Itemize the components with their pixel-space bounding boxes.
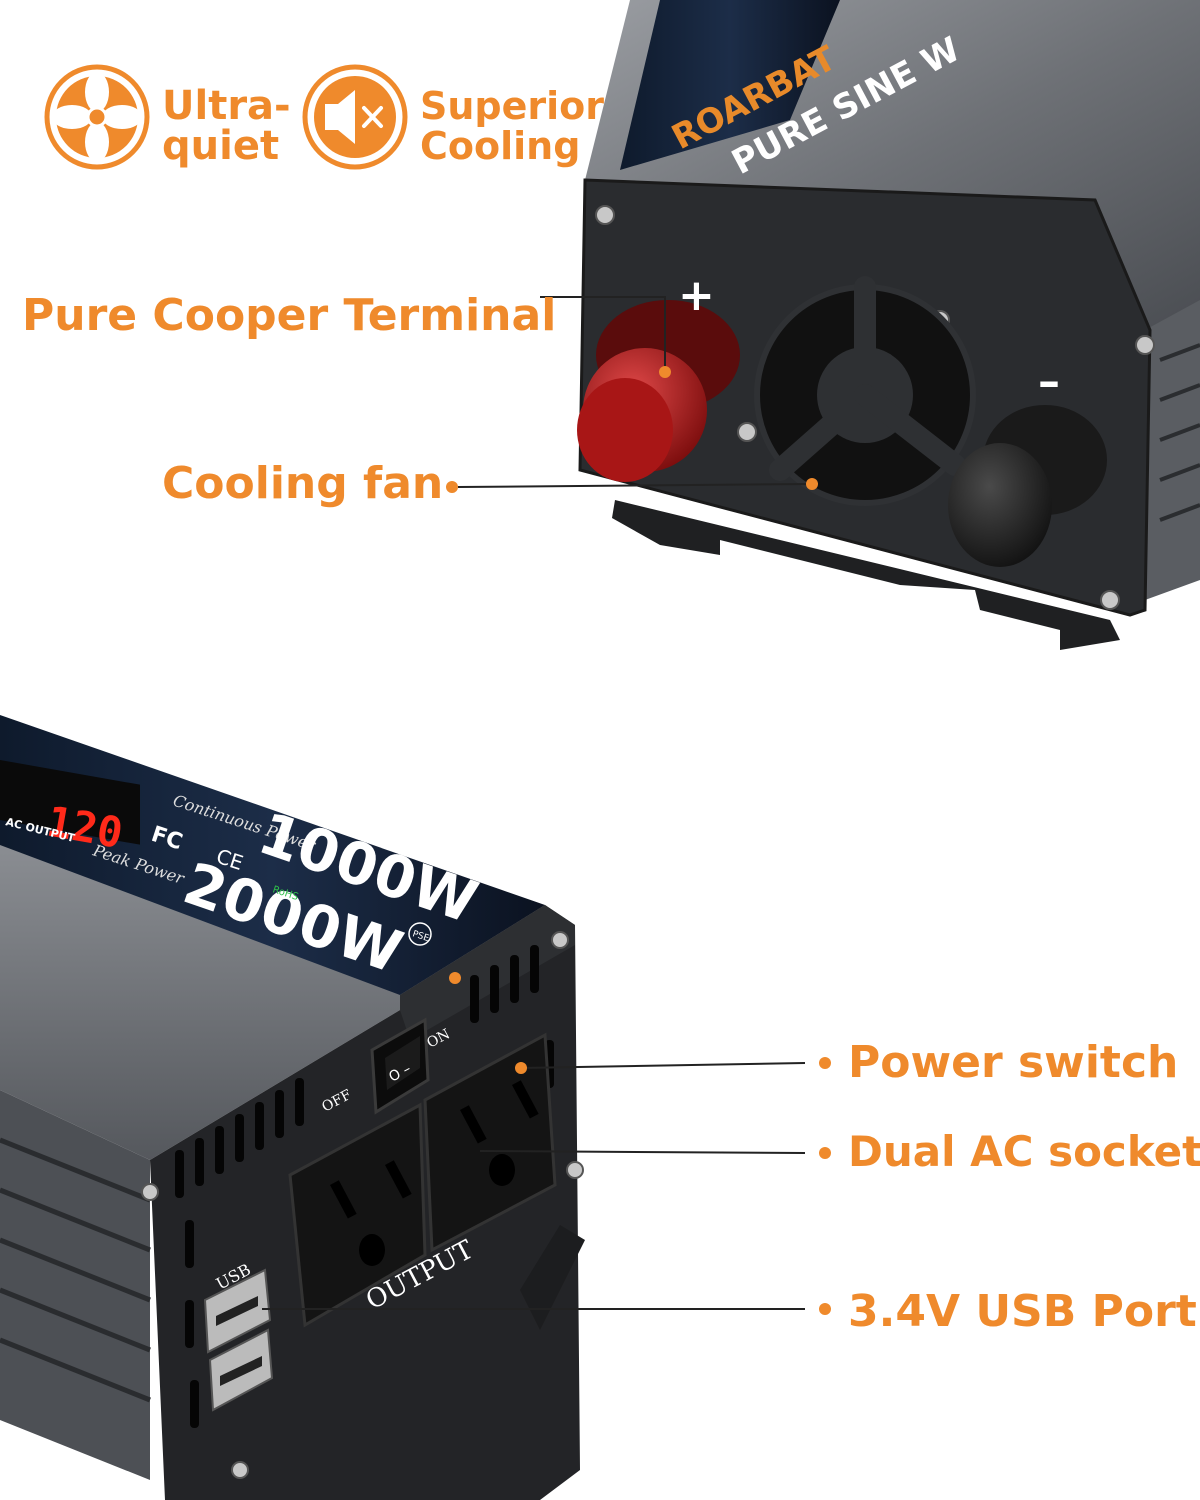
- leader-dots: [446, 366, 831, 1315]
- speaker-mute-icon: [302, 64, 408, 170]
- ac-socket-right[interactable]: [423, 1032, 557, 1253]
- feature-ultra-quiet-line1: Ultra-: [162, 83, 291, 129]
- minus-sign: –: [1038, 356, 1060, 407]
- feature-superior-cooling-line1: Superior: [420, 84, 605, 128]
- fan-icon: [44, 64, 150, 170]
- top-inverter: ROARBAT PURE SINE W: [577, 0, 1200, 650]
- cooling-fan: [754, 276, 976, 506]
- feature-superior-cooling: Superior Cooling: [420, 86, 604, 166]
- callout-power-switch: Power switch: [848, 1037, 1179, 1088]
- positive-terminal: [577, 300, 740, 482]
- callout-ac-sockets: Dual AC sockets: [848, 1127, 1200, 1176]
- feature-ultra-quiet: Ultra- quiet: [162, 86, 291, 166]
- negative-terminal: [948, 405, 1107, 567]
- usb-ports[interactable]: [203, 1268, 274, 1412]
- callout-terminal: Pure Cooper Terminal: [22, 290, 557, 341]
- ac-socket-left[interactable]: [288, 1102, 427, 1328]
- plus-sign: +: [678, 270, 715, 321]
- leader-lines: [262, 296, 813, 1310]
- callout-fan: Cooling fan: [162, 458, 444, 509]
- bottom-inverter: 120 AC OUTPUT Continuous Power 1000W Pea…: [0, 715, 585, 1500]
- feature-superior-cooling-line2: Cooling: [420, 124, 581, 168]
- feature-ultra-quiet-line2: quiet: [162, 123, 280, 169]
- power-switch[interactable]: [370, 1017, 430, 1115]
- callout-usb-port: 3.4V USB Port: [848, 1286, 1197, 1337]
